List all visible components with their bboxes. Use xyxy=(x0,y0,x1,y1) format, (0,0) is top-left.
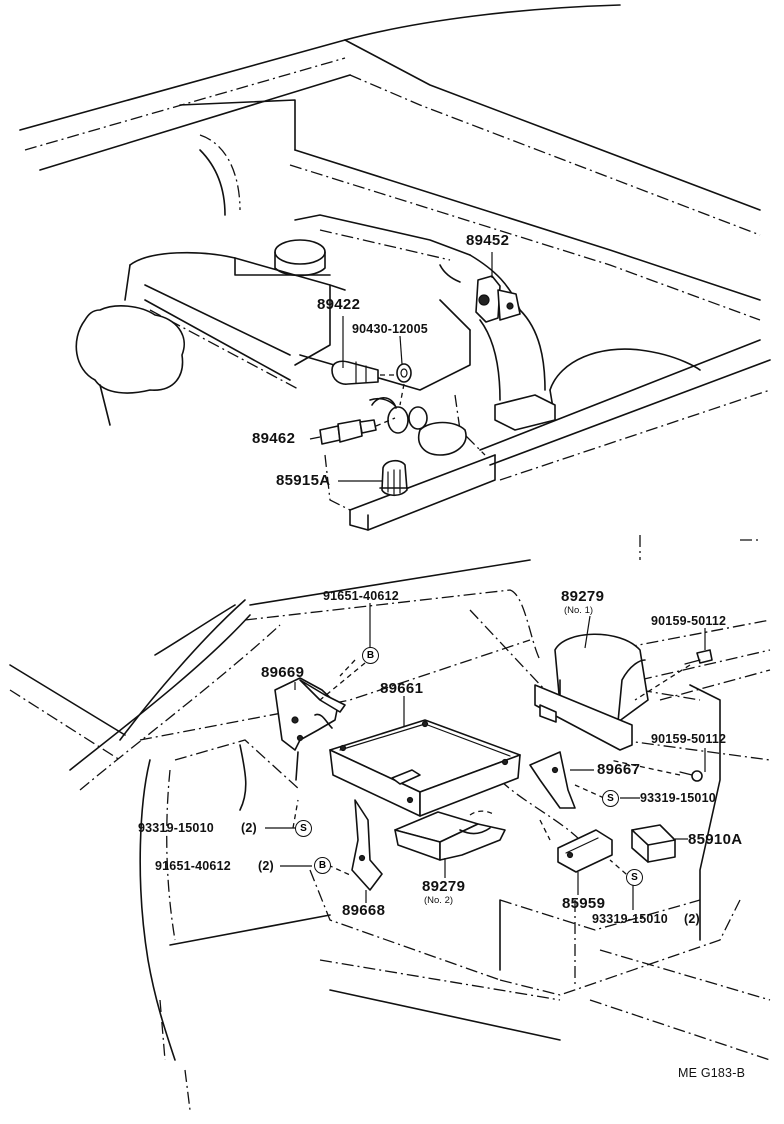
bolt-symbol-top: B xyxy=(362,647,379,664)
label-90159-50112-top: 90159-50112 xyxy=(651,614,727,628)
label-85915a: 85915A xyxy=(276,472,331,489)
label-90430-12005: 90430-12005 xyxy=(352,322,428,336)
leader-lines-upper xyxy=(309,252,493,482)
label-89661: 89661 xyxy=(380,680,424,697)
qty-93319-15010-bottom: (2) xyxy=(684,912,700,926)
interior-outline xyxy=(9,535,771,1111)
label-93319-15010-right: 93319-15010 xyxy=(640,791,716,805)
diagram-code: ME G183-B xyxy=(678,1066,746,1080)
label-91651-40612-left: 91651-40612 xyxy=(155,859,231,873)
engine-bay-outline xyxy=(19,4,771,531)
label-89279-no2: 89279 xyxy=(422,878,466,895)
label-85959: 85959 xyxy=(562,895,606,912)
label-89668: 89668 xyxy=(342,902,386,919)
label-89669: 89669 xyxy=(261,664,305,681)
label-90159-50112-mid: 90159-50112 xyxy=(651,732,727,746)
label-89667: 89667 xyxy=(597,761,641,778)
label-89452: 89452 xyxy=(466,232,510,249)
label-89462: 89462 xyxy=(252,430,296,447)
leader-lines-lower xyxy=(265,603,706,910)
qty-93319-15010-left: (2) xyxy=(241,821,257,835)
screw-symbol-right: S xyxy=(602,790,619,807)
label-89422: 89422 xyxy=(317,296,361,313)
bolt-symbol-left: B xyxy=(314,857,331,874)
label-93319-15010-left: 93319-15010 xyxy=(138,821,214,835)
note-89279-no1: (No. 1) xyxy=(564,605,594,616)
label-89279-no1: 89279 xyxy=(561,588,605,605)
note-89279-no2: (No. 2) xyxy=(424,895,454,906)
label-93319-15010-bottom: 93319-15010 xyxy=(592,912,668,926)
screw-symbol-left: S xyxy=(295,820,312,837)
label-91651-40612-top: 91651-40612 xyxy=(323,589,399,603)
screw-symbol-bottom: S xyxy=(626,869,643,886)
qty-91651-40612-left: (2) xyxy=(258,859,274,873)
label-85910a: 85910A xyxy=(688,831,743,848)
